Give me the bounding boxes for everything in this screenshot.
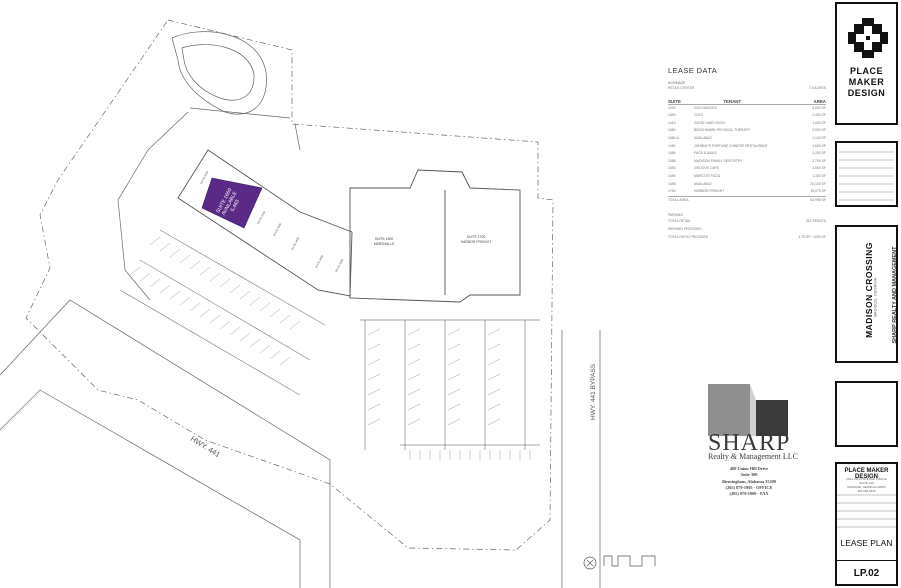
- suite-1660-available[interactable]: [201, 177, 263, 229]
- tenant-harbor-name: HARBOR FREIGHT: [461, 240, 491, 244]
- tenant-1900-suite: SUITE 1900: [314, 254, 324, 269]
- lease-header-row: SUITE TENANT AREA: [668, 98, 826, 105]
- pmd-line-3: DESIGN: [847, 88, 886, 98]
- tenant-1400-suite: SUITE 1400: [256, 210, 266, 225]
- tenant-marshalls-suite: SUITE 1800: [375, 237, 394, 241]
- total-area-row: TOTAL AREA 63,998 SF: [668, 195, 826, 205]
- acreage-row: RETAIL CENTER 7.5 ACRES: [668, 86, 826, 90]
- firm-name: PLACE MAKER DESIGN: [844, 468, 889, 480]
- hill-contour: [171, 31, 267, 115]
- titleblock-project: MADISON CROSSING MADISON, GEORGIA SHARP …: [835, 225, 898, 363]
- hwy-441-edge-2: [0, 389, 301, 588]
- tenant-1500-suite: SUITE 1500: [272, 222, 282, 237]
- sharp-logo-graphic: [708, 384, 788, 436]
- tenant-marshalls-name: MARSHALLS: [374, 242, 395, 246]
- lease-data-table: LEASE DATA ACREAGE RETAIL CENTER 7.5 ACR…: [668, 66, 826, 241]
- titleblock-revisions: [835, 141, 898, 207]
- parking-stripes: [129, 236, 531, 460]
- pmd-logo-icon: [848, 18, 888, 58]
- sheet-name: LEASE PLAN: [840, 538, 893, 548]
- building-anchor: [349, 169, 521, 303]
- sharp-subtitle: Realty & Management LLC: [708, 452, 798, 461]
- project-client: SHARP REALTY AND MANAGEMENT: [892, 246, 898, 344]
- bypass-label: HWY. 441 BYPASS: [590, 363, 597, 420]
- sharp-wordmark: SHARP: [708, 430, 791, 456]
- tenant-1300-suite: SUITE 1300: [199, 170, 209, 185]
- acreage-label: ACREAGE: [668, 81, 686, 85]
- lease-data-title: LEASE DATA: [668, 66, 718, 75]
- hwy-441-label: HWY. 441: [189, 434, 222, 459]
- pmd-line-1: PLACE: [849, 66, 883, 76]
- titleblock-notes: [835, 381, 898, 447]
- north-arrow-scale: [583, 555, 656, 570]
- tenant-harbor-suite: SUITE 1700: [467, 235, 486, 239]
- project-location: MADISON, GEORGIA: [872, 277, 878, 318]
- tenant-1600-suite: SUITE 1600: [290, 236, 300, 251]
- property-line: [25, 19, 554, 551]
- building-inline: [177, 149, 353, 297]
- sharp-address: 400 Union Hill Drive Suite 300 Birmingha…: [722, 466, 776, 497]
- tenant-1906-suite: SUITE 1906: [334, 258, 344, 273]
- titleblock-sheet: PLACE MAKER DESIGN 2604 FIRST AVENUE CIR…: [835, 462, 898, 586]
- pmd-line-2: MAKER: [848, 77, 885, 87]
- titleblock-logo: PLACE MAKER DESIGN: [835, 2, 898, 125]
- hwy-441-edge: [0, 299, 331, 588]
- bypass-edge: [561, 330, 601, 588]
- hill-contour-2: [181, 44, 255, 101]
- drive-lanes: [117, 107, 301, 301]
- sheet-number: LP.02: [853, 568, 880, 579]
- parking-islands: [119, 229, 540, 450]
